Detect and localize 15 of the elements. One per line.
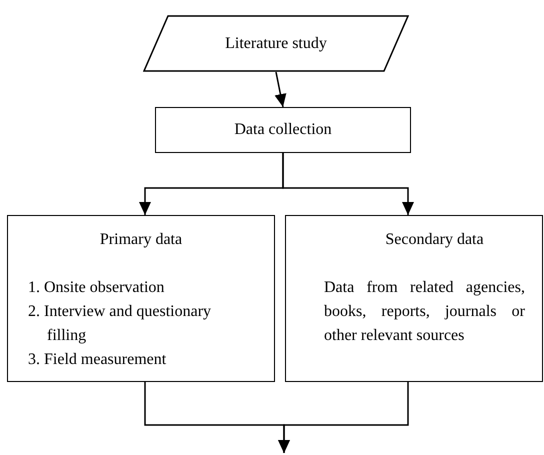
- list-item: 2. Interview and questionary filling: [28, 302, 212, 346]
- description-text: Data from related agencies, books, reports, journals or other relevant sources: [324, 278, 525, 346]
- input-parallelogram: [143, 15, 409, 72]
- list-item: 3. Field measurement: [28, 350, 168, 370]
- arrow: [274, 72, 286, 108]
- node-label: Literature study: [225, 34, 327, 54]
- arrow: [282, 153, 414, 215]
- box-heading: Primary data: [100, 230, 182, 250]
- node-label: Data collection: [234, 120, 332, 140]
- process-box: [7, 215, 275, 382]
- list-item: 1. Onsite observation: [28, 278, 166, 298]
- process-box: [285, 215, 543, 382]
- process-box: [155, 107, 411, 153]
- arrow: [278, 382, 409, 453]
- box-heading: Secondary data: [385, 230, 484, 250]
